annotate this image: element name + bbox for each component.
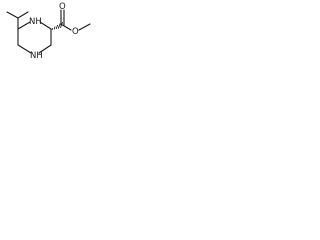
bond-ring-n1-c6 bbox=[17, 21, 31, 30]
bond-ring-c2-n1 bbox=[39, 21, 52, 30]
atom-label-nh-top: NH bbox=[29, 17, 42, 27]
bond-isopropyl-left-methyl bbox=[6, 11, 19, 19]
bond-ring-n4-c3 bbox=[38, 44, 52, 54]
molecule-structure-diagram: NH NH O O bbox=[6, 2, 91, 61]
atom-label-carbonyl-oxygen: O bbox=[59, 2, 66, 12]
bond-isopropyl-right-methyl bbox=[17, 11, 29, 19]
atom-label-ester-oxygen: O bbox=[72, 27, 79, 37]
bond-carbonyl-to-ester-oxygen bbox=[61, 24, 72, 31]
atom-label-nh-bottom: NH bbox=[30, 51, 43, 61]
bond-ester-oxygen-to-methyl bbox=[78, 23, 91, 31]
bond-ring-c5-n4 bbox=[17, 44, 32, 54]
